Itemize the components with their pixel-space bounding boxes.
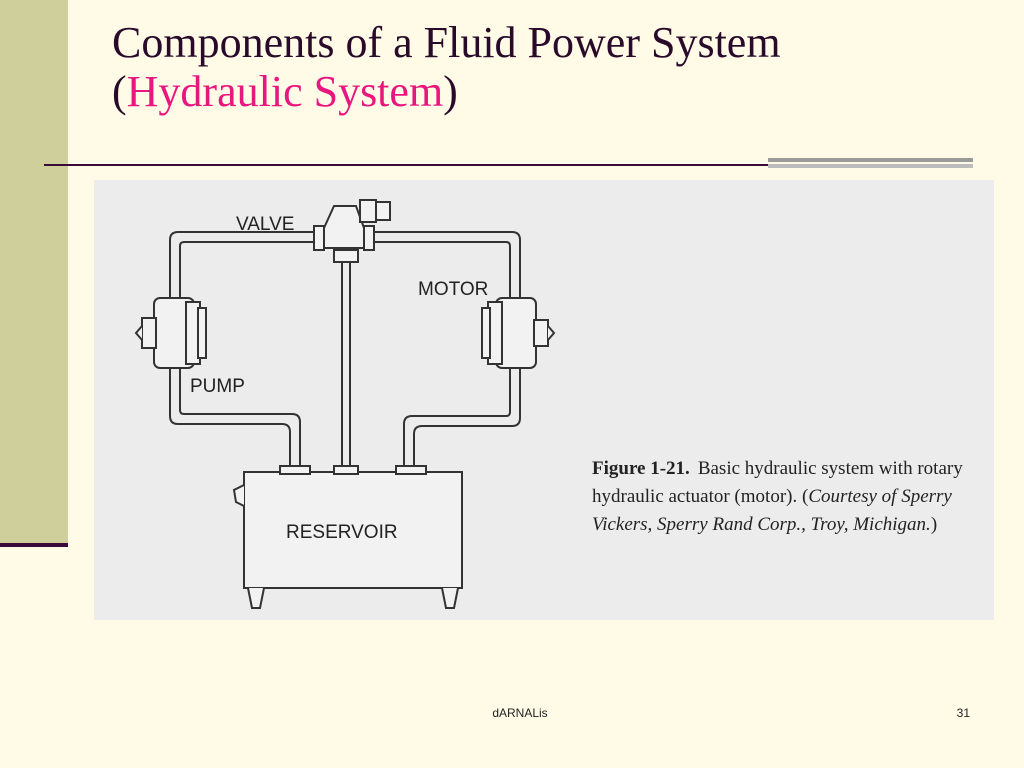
label-reservoir: RESERVOIR — [286, 522, 398, 543]
title-accent: Hydraulic System — [126, 67, 444, 116]
title-line-2: (Hydraulic System) — [112, 67, 992, 116]
label-pump: PUMP — [190, 376, 245, 397]
title-line-1: Components of a Fluid Power System — [112, 18, 781, 67]
label-valve: VALVE — [236, 214, 294, 235]
pipe-reservoir-to-pump — [169, 368, 291, 466]
figure-label: Figure 1-21. — [592, 458, 690, 479]
credit-close-paren: ) — [930, 514, 938, 535]
left-sidebar-bar — [0, 0, 68, 545]
hydraulic-diagram: VALVE MOTOR PUMP RESERVOIR — [134, 199, 556, 609]
title-open-paren: ( — [112, 67, 127, 116]
motor-component — [481, 297, 556, 369]
footer-author: dARNALis — [492, 706, 548, 720]
reservoir-component — [232, 465, 463, 609]
pipe-pump-to-valve — [169, 231, 316, 298]
figure-panel: VALVE MOTOR PUMP RESERVOIR Figure 1-21.B… — [94, 180, 994, 620]
title-divider — [44, 164, 770, 166]
credit-open-paren: ( — [801, 486, 809, 507]
figure-credit: Courtesy of Sperry Vickers, Sperry Rand … — [592, 486, 952, 535]
title-divider-accent — [768, 158, 973, 168]
sidebar-accent-line — [0, 543, 68, 547]
pump-component — [134, 297, 207, 369]
label-motor: MOTOR — [418, 279, 488, 300]
figure-caption: Figure 1-21.Basic hydraulic system with … — [592, 455, 987, 539]
figure-text: Basic hydraulic system with rotary hydra… — [592, 458, 963, 507]
pipe-valve-to-motor — [374, 231, 521, 298]
title-close-paren: ) — [443, 67, 458, 116]
pipe-motor-to-reservoir — [403, 368, 511, 466]
slide-title: Components of a Fluid Power System (Hydr… — [112, 18, 992, 116]
page-number: 31 — [956, 706, 970, 720]
valve-component — [313, 199, 391, 263]
